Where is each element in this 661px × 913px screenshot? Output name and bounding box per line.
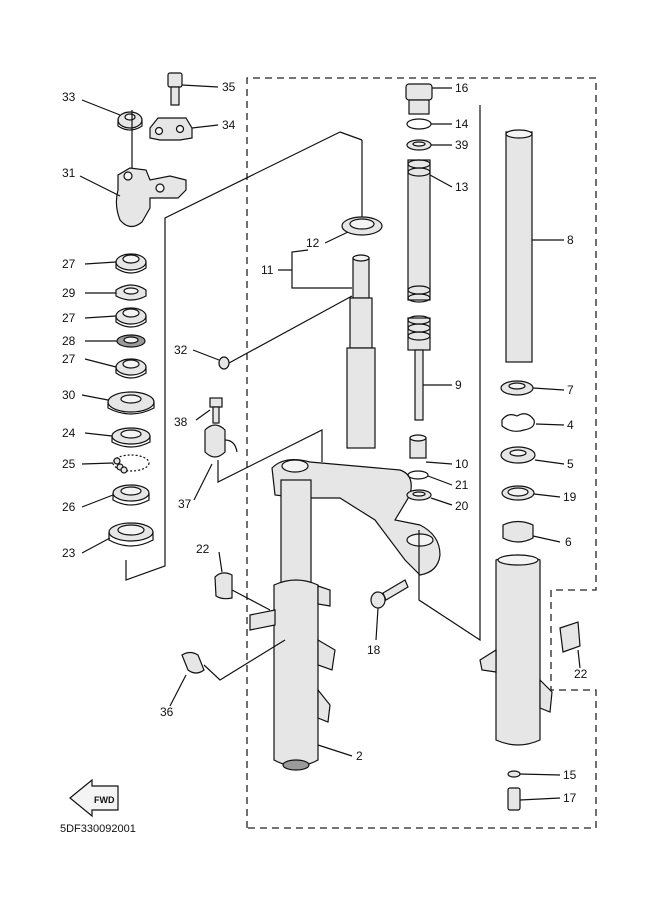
callout-32: 32 xyxy=(174,343,188,357)
leader-lines xyxy=(79,84,581,801)
circlip-icon xyxy=(501,413,535,432)
callout-31: 31 xyxy=(62,166,76,180)
callout-15: 15 xyxy=(563,768,577,782)
gasket-icon xyxy=(507,770,521,778)
washer-icon xyxy=(406,489,432,501)
callout-13: 13 xyxy=(455,180,469,194)
left-inner-tube-icon xyxy=(280,479,312,586)
left-outer-tube-icon xyxy=(249,579,336,771)
lock-washer-icon xyxy=(115,284,147,301)
clip-icon xyxy=(181,639,286,681)
o-ring-icon xyxy=(406,118,432,130)
fwd-arrow-icon: FWD xyxy=(69,778,119,818)
upper-race-icon xyxy=(111,427,151,448)
dust-seal-icon xyxy=(341,140,383,236)
oil-lock-piece-icon xyxy=(409,434,427,459)
callout-22-left: 22 xyxy=(196,542,210,556)
dust-seal-fork-icon xyxy=(500,380,534,396)
callout-34: 34 xyxy=(222,118,236,132)
under-bracket-icon xyxy=(271,458,441,576)
oil-seal-icon xyxy=(500,446,536,464)
steering-stem-icon xyxy=(346,254,376,449)
callout-27a: 27 xyxy=(62,257,76,271)
bolt-small-icon xyxy=(218,295,353,370)
bolt-bracket-icon xyxy=(370,579,409,609)
bolt-clamp-icon xyxy=(209,397,223,424)
callout-labels: 35 34 33 31 27 29 27 28 27 30 24 25 26 2… xyxy=(62,80,588,805)
lower-seal-icon xyxy=(108,522,154,547)
callout-6: 6 xyxy=(565,535,572,549)
callout-29: 29 xyxy=(62,286,76,300)
fork-group-boundary xyxy=(246,77,597,829)
ring-nut-1-icon xyxy=(115,253,147,274)
stack-leader-2 xyxy=(339,131,363,141)
callout-12: 12 xyxy=(306,236,320,250)
bearing-race-icon xyxy=(112,484,150,506)
callout-4: 4 xyxy=(567,418,574,432)
callout-37: 37 xyxy=(178,497,192,511)
callout-33: 33 xyxy=(62,90,76,104)
bolt-top-icon xyxy=(167,72,183,106)
callout-7: 7 xyxy=(567,383,574,397)
callout-25: 25 xyxy=(62,457,76,471)
callout-21: 21 xyxy=(455,478,469,492)
callout-35: 35 xyxy=(222,80,236,94)
callout-17: 17 xyxy=(563,791,577,805)
bolt-bottom-icon xyxy=(507,787,521,811)
callout-39: 39 xyxy=(455,138,469,152)
washer-fork-icon xyxy=(501,485,535,501)
handlebar-holder-lower-icon xyxy=(115,110,187,228)
callout-36: 36 xyxy=(160,705,174,719)
callout-28: 28 xyxy=(62,334,76,348)
slide-metal-icon xyxy=(502,520,534,543)
callout-38: 38 xyxy=(174,415,188,429)
bearing-cover-icon xyxy=(107,391,155,415)
damper-leader xyxy=(418,105,481,642)
outer-tube-right-icon xyxy=(479,554,553,746)
callout-26: 26 xyxy=(62,500,76,514)
spacer-washer-icon xyxy=(406,139,432,151)
fwd-label: FWD xyxy=(94,795,115,805)
holder-left-icon xyxy=(214,572,271,611)
handlebar-holder-upper-icon xyxy=(149,117,193,141)
circlip-small-icon xyxy=(407,470,429,480)
callout-14: 14 xyxy=(455,117,469,131)
callout-30: 30 xyxy=(62,388,76,402)
callout-19: 19 xyxy=(563,490,577,504)
diagram-code: 5DF330092001 xyxy=(60,823,136,835)
callout-8: 8 xyxy=(567,233,574,247)
cap-bolt-icon xyxy=(405,83,433,115)
ball-icon xyxy=(112,454,150,474)
holder-right-icon xyxy=(559,621,581,653)
callout-10: 10 xyxy=(455,457,469,471)
rubber-washer-icon xyxy=(116,334,146,348)
callout-23: 23 xyxy=(62,546,76,560)
callout-9: 9 xyxy=(455,378,462,392)
damper-rod-icon xyxy=(407,315,431,421)
callout-24: 24 xyxy=(62,426,76,440)
callout-27b: 27 xyxy=(62,311,76,325)
callout-27c: 27 xyxy=(62,352,76,366)
fork-spring-icon xyxy=(407,159,431,303)
ring-nut-3-icon xyxy=(115,358,147,379)
callout-11: 11 xyxy=(261,263,274,277)
callout-22-right: 22 xyxy=(574,667,588,681)
nut-top-icon xyxy=(117,111,143,131)
clamp-icon xyxy=(204,424,323,483)
ring-nut-2-icon xyxy=(115,307,147,328)
stack-leader xyxy=(125,131,341,581)
inner-tube-icon xyxy=(505,129,533,363)
callout-16: 16 xyxy=(455,81,469,95)
callout-5: 5 xyxy=(567,457,574,471)
callout-20: 20 xyxy=(455,499,469,513)
callout-18: 18 xyxy=(367,643,381,657)
callout-2: 2 xyxy=(356,749,363,763)
